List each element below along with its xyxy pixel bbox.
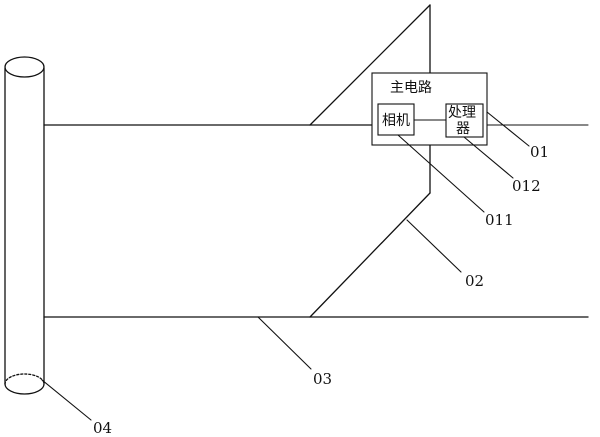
- lower-bracket: [309, 144, 431, 318]
- camera-box: [377, 103, 415, 136]
- pole-bottom-front-arc: [4, 383, 45, 395]
- ref-012: 012: [512, 177, 541, 195]
- ref-04: 04: [93, 419, 112, 437]
- ref-03: 03: [313, 370, 332, 388]
- ref-02: 02: [465, 272, 484, 290]
- main-circuit-label: 主电路: [390, 80, 432, 96]
- leader-lines: [41, 111, 530, 421]
- camera-label: 相机: [382, 113, 410, 129]
- leader-01: [486, 111, 530, 147]
- leader-011: [397, 134, 485, 213]
- processor-label-line1: 处理: [448, 105, 476, 121]
- leader-02: [406, 219, 462, 273]
- leader-03: [257, 316, 312, 370]
- main-circuit-box: 主电路 相机 处理 器: [371, 72, 488, 146]
- upper-bracket-diagonal: [309, 4, 431, 126]
- leader-04: [41, 379, 92, 421]
- pole-cylinder: [4, 56, 45, 395]
- lower-bracket-diagonal: [309, 192, 431, 318]
- reference-numerals: 01 012 011 02 03 04: [93, 143, 549, 437]
- ref-011: 011: [485, 211, 514, 229]
- upper-bracket: [309, 4, 431, 126]
- ref-01: 01: [530, 143, 549, 161]
- pole-top-ellipse: [4, 56, 45, 78]
- leader-012: [463, 136, 514, 179]
- pole-bottom-back-arc: [4, 373, 45, 385]
- processor-label-line2: 器: [456, 121, 470, 137]
